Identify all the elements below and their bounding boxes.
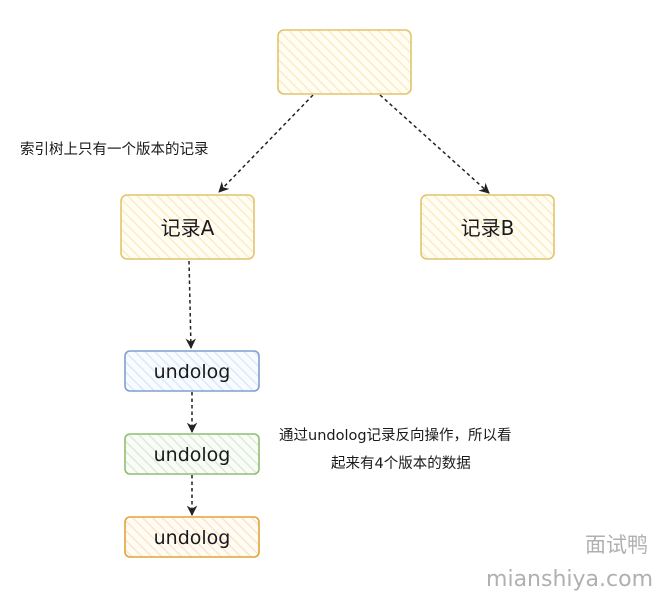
edge-root-to-record-a — [218, 94, 314, 193]
undolog-label-1: undolog — [154, 361, 231, 383]
edge-record-a-to-undolog-1 — [185, 260, 197, 350]
record-a-node[interactable]: 记录A — [120, 194, 255, 260]
edge-root-to-record-b — [379, 94, 490, 194]
undolog-note-line-1: 通过undolog记录反向操作，所以看 — [279, 427, 512, 444]
index-tree-note: 索引树上只有一个版本的记录 — [20, 141, 209, 158]
record-a-label: 记录A — [161, 216, 215, 240]
edges — [185, 94, 490, 517]
watermark-brand: 面试鸭 — [585, 533, 648, 557]
index-root-node[interactable] — [277, 29, 412, 95]
undolog-node-2[interactable]: undolog — [124, 433, 260, 475]
record-b-node[interactable]: 记录B — [420, 194, 555, 260]
undolog-node-1[interactable]: undolog — [124, 350, 260, 392]
watermark-domain: mianshiya.com — [486, 567, 653, 592]
undolog-label-3: undolog — [154, 527, 231, 549]
undolog-note-line-2: 起来有4个版本的数据 — [331, 455, 471, 472]
record-b-label: 记录B — [461, 216, 515, 240]
undolog-label-2: undolog — [154, 444, 231, 466]
undolog-node-3[interactable]: undolog — [124, 516, 260, 558]
